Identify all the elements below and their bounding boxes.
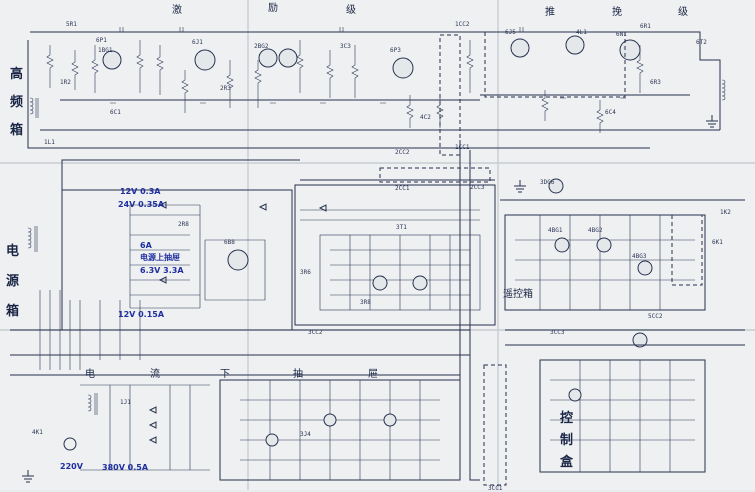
part-label: 1L1 — [44, 139, 55, 146]
control-box-wiring — [505, 329, 745, 473]
hf-box-title-2: 频 — [10, 95, 24, 110]
control-box-title-3: 盒 — [560, 455, 574, 470]
part-label: 2CC2 — [395, 149, 410, 156]
pen-note-6a: 6A — [140, 241, 152, 250]
part-label: 5CC2 — [648, 313, 663, 320]
part-label: 3DG6 — [540, 179, 555, 186]
part-label: 5R1 — [66, 21, 77, 28]
bottom-drawer-5: 屉 — [368, 369, 378, 380]
bus-lines — [61, 140, 745, 481]
remote-box-wiring — [504, 214, 706, 311]
capacitor-bank — [110, 27, 626, 104]
pen-note-upper-drawer: 电源上抽屉 — [140, 253, 180, 262]
part-label: 1R2 — [60, 79, 71, 86]
part-label: 4K1 — [32, 429, 43, 436]
part-label: 6R3 — [650, 79, 661, 86]
part-label: 3R8 — [360, 299, 371, 306]
tube-label: 6P1 — [96, 37, 107, 44]
part-label: 4C2 — [420, 114, 431, 121]
part-label: 3CC1 — [488, 485, 503, 492]
part-label: 1J1 — [120, 399, 131, 406]
part-label: 1CC1 — [455, 144, 470, 151]
ground-symbol-icon — [22, 115, 718, 483]
part-label: 3C3 — [340, 43, 351, 50]
part-label: 2CC3 — [470, 184, 485, 191]
top-band-6: 级 — [678, 7, 688, 18]
pen-note-12v: 12V 0.3A — [120, 187, 161, 196]
top-band-1: 激 — [172, 5, 182, 16]
tube-label: 6J5 — [505, 29, 516, 36]
part-label: 4BG1 — [548, 227, 563, 234]
part-label: 6C1 — [110, 109, 121, 116]
part-label: 3CC2 — [308, 329, 323, 336]
bottom-drawer-4: 抽 — [293, 369, 303, 380]
part-label: 4BG3 — [632, 253, 647, 260]
tube-label: 6J1 — [192, 39, 203, 46]
control-box-title-1: 控 — [560, 411, 574, 426]
power-box-title-2: 源 — [6, 274, 20, 289]
hf-box-title-1: 高 — [10, 67, 24, 82]
part-label: 3J4 — [300, 431, 311, 438]
transformer-coil-icon — [27, 79, 726, 415]
part-label: 2R3 — [220, 85, 231, 92]
hf-box-title-3: 箱 — [10, 123, 24, 138]
part-label: 2R8 — [178, 221, 189, 228]
top-band-5: 挽 — [612, 7, 622, 18]
diode-icon — [148, 201, 327, 444]
pen-note-24v: 24V 0.35A — [118, 200, 165, 209]
part-label: 3R6 — [300, 269, 311, 276]
bottom-drawer-3: 下 — [220, 369, 230, 380]
pen-note-mains: 220V — [60, 462, 83, 471]
part-label: 4L1 — [576, 29, 587, 36]
part-label: 3CC3 — [550, 329, 565, 336]
power-box-wiring — [10, 189, 470, 376]
control-box-title-2: 制 — [560, 433, 574, 448]
top-band-3: 级 — [346, 5, 356, 16]
part-label: 2BG2 — [254, 43, 269, 50]
power-box-title-1: 电 — [6, 244, 20, 259]
tube-label: 6P3 — [390, 47, 401, 54]
tube-label: 6B8 — [224, 239, 235, 246]
bottom-drawer-2: 流 — [150, 369, 160, 380]
part-label: 3T1 — [396, 224, 407, 231]
tube-label: 6N1 — [616, 31, 627, 38]
part-label: 6R1 — [640, 23, 651, 30]
pen-note-6v: 6.3V 3.3A — [140, 266, 184, 275]
part-label: 6T2 — [696, 39, 707, 46]
part-label: 6K1 — [712, 239, 723, 246]
part-label: 6C4 — [605, 109, 616, 116]
bottom-drawer-wiring — [63, 379, 461, 481]
drawer-wiring — [294, 184, 496, 326]
top-band-4: 推 — [545, 7, 555, 18]
pen-note-12v-b: 12V 0.15A — [118, 310, 165, 319]
hf-chain-rails — [27, 31, 721, 149]
power-box-title-3: 箱 — [6, 304, 20, 319]
bottom-drawer-1: 电 — [85, 369, 95, 380]
part-label: 2CC1 — [395, 185, 410, 192]
pen-note-hv: 380V 0.5A — [102, 463, 149, 472]
part-label: 1CC2 — [455, 21, 470, 28]
remote-box-title: 遥控箱 — [503, 289, 533, 300]
vacuum-tube-icon — [102, 35, 641, 271]
resistor-bank — [46, 40, 644, 133]
part-label: 1BG1 — [98, 47, 113, 54]
part-label: 1K2 — [720, 209, 731, 216]
part-label: 4BG2 — [588, 227, 603, 234]
top-band-2: 励 — [268, 3, 278, 14]
